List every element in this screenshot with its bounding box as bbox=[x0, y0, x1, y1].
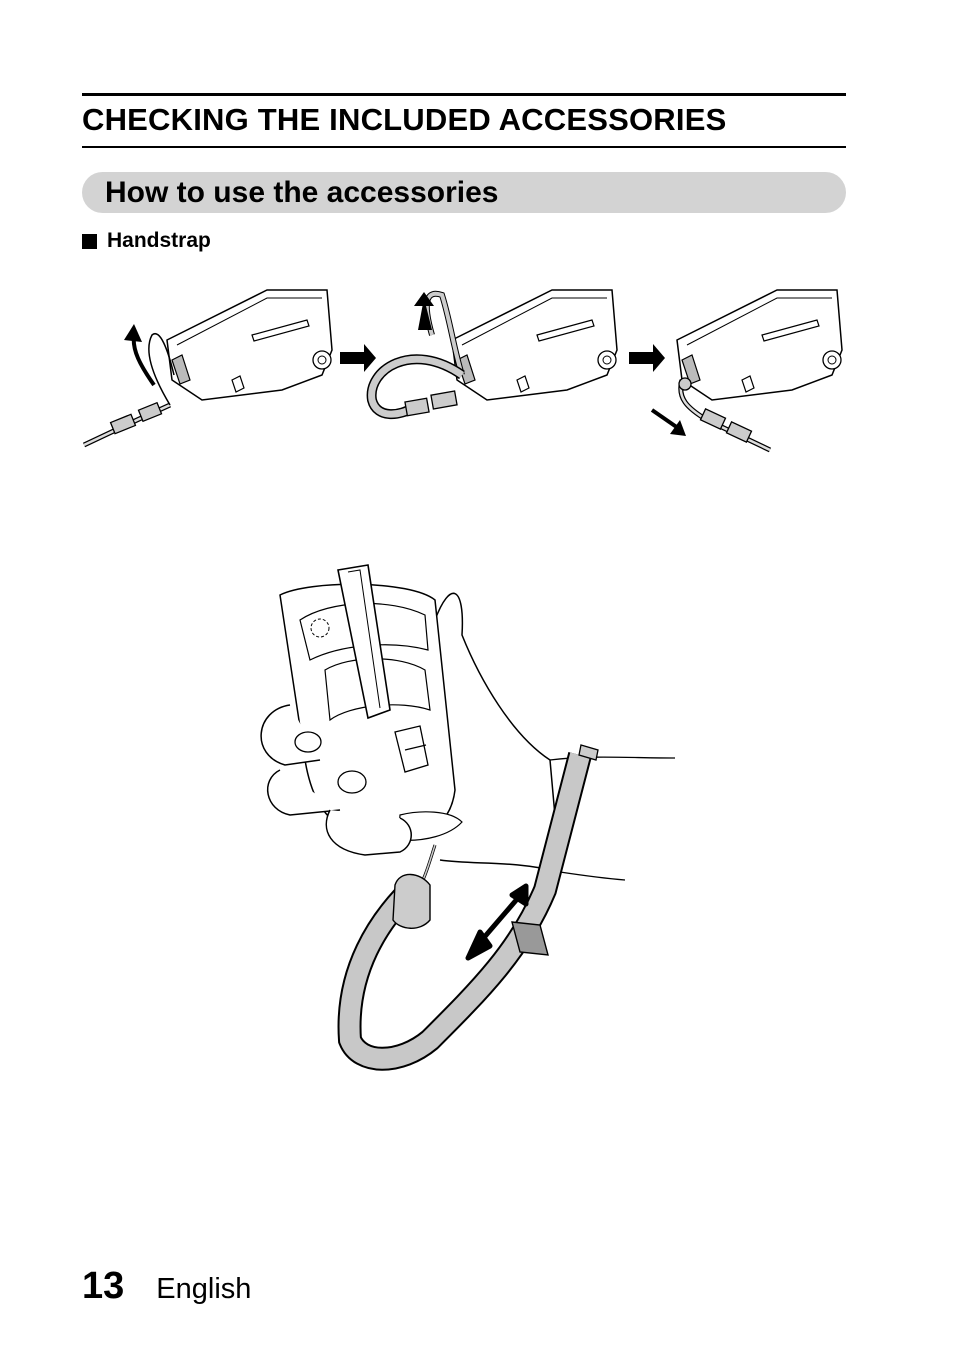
section-title: CHECKING THE INCLUDED ACCESSORIES bbox=[82, 102, 727, 137]
step-3-figure bbox=[650, 289, 843, 453]
subsection-banner: How to use the accessories bbox=[82, 172, 846, 213]
step-1-figure bbox=[82, 289, 333, 448]
page-number: 13 bbox=[82, 1265, 125, 1307]
section-bottom-rule bbox=[82, 146, 846, 148]
step-2-figure bbox=[366, 289, 618, 420]
top-rule bbox=[82, 93, 846, 96]
page-footer: 13 English bbox=[82, 1262, 251, 1310]
item-label-handstrap: Handstrap bbox=[107, 229, 211, 252]
handstrap-attach-steps-illustration bbox=[82, 289, 843, 453]
double-arrow-icon bbox=[465, 883, 529, 961]
item-heading: Handstrap bbox=[82, 228, 211, 254]
page-language: English bbox=[156, 1273, 252, 1305]
arrow-right-icon bbox=[629, 344, 665, 372]
hand-with-strap-illustration bbox=[260, 564, 676, 1071]
square-bullet-icon bbox=[82, 233, 97, 249]
subsection-title: How to use the accessories bbox=[105, 176, 499, 209]
arrow-right-icon bbox=[340, 344, 376, 372]
